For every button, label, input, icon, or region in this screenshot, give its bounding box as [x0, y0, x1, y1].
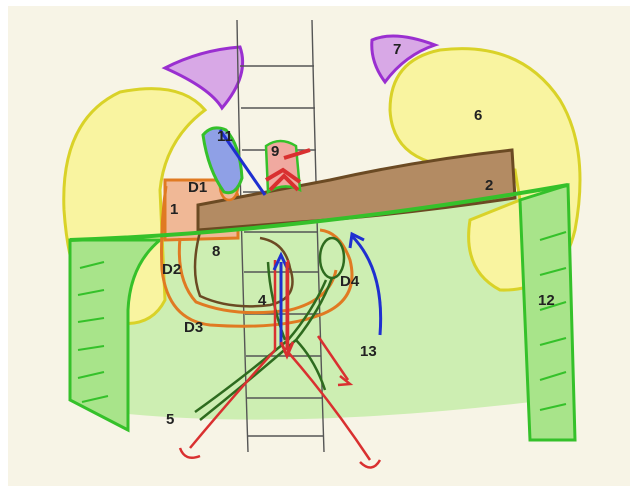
label-4: 4 [258, 292, 267, 309]
label-11: 11 [217, 128, 233, 145]
label-8: 8 [212, 243, 220, 260]
label-7: 7 [393, 41, 401, 58]
label-2: 2 [485, 177, 493, 194]
label-1: 1 [170, 201, 178, 218]
label-6: 6 [474, 107, 482, 124]
label-d1: D1 [188, 179, 207, 196]
label-9: 9 [271, 143, 279, 160]
label-d4: D4 [340, 273, 360, 290]
label-12: 12 [538, 292, 555, 309]
label-5: 5 [166, 411, 174, 428]
descending-colon [520, 185, 575, 440]
label-d3: D3 [184, 319, 203, 336]
label-13: 13 [360, 343, 377, 360]
label-d2: D2 [162, 261, 181, 278]
